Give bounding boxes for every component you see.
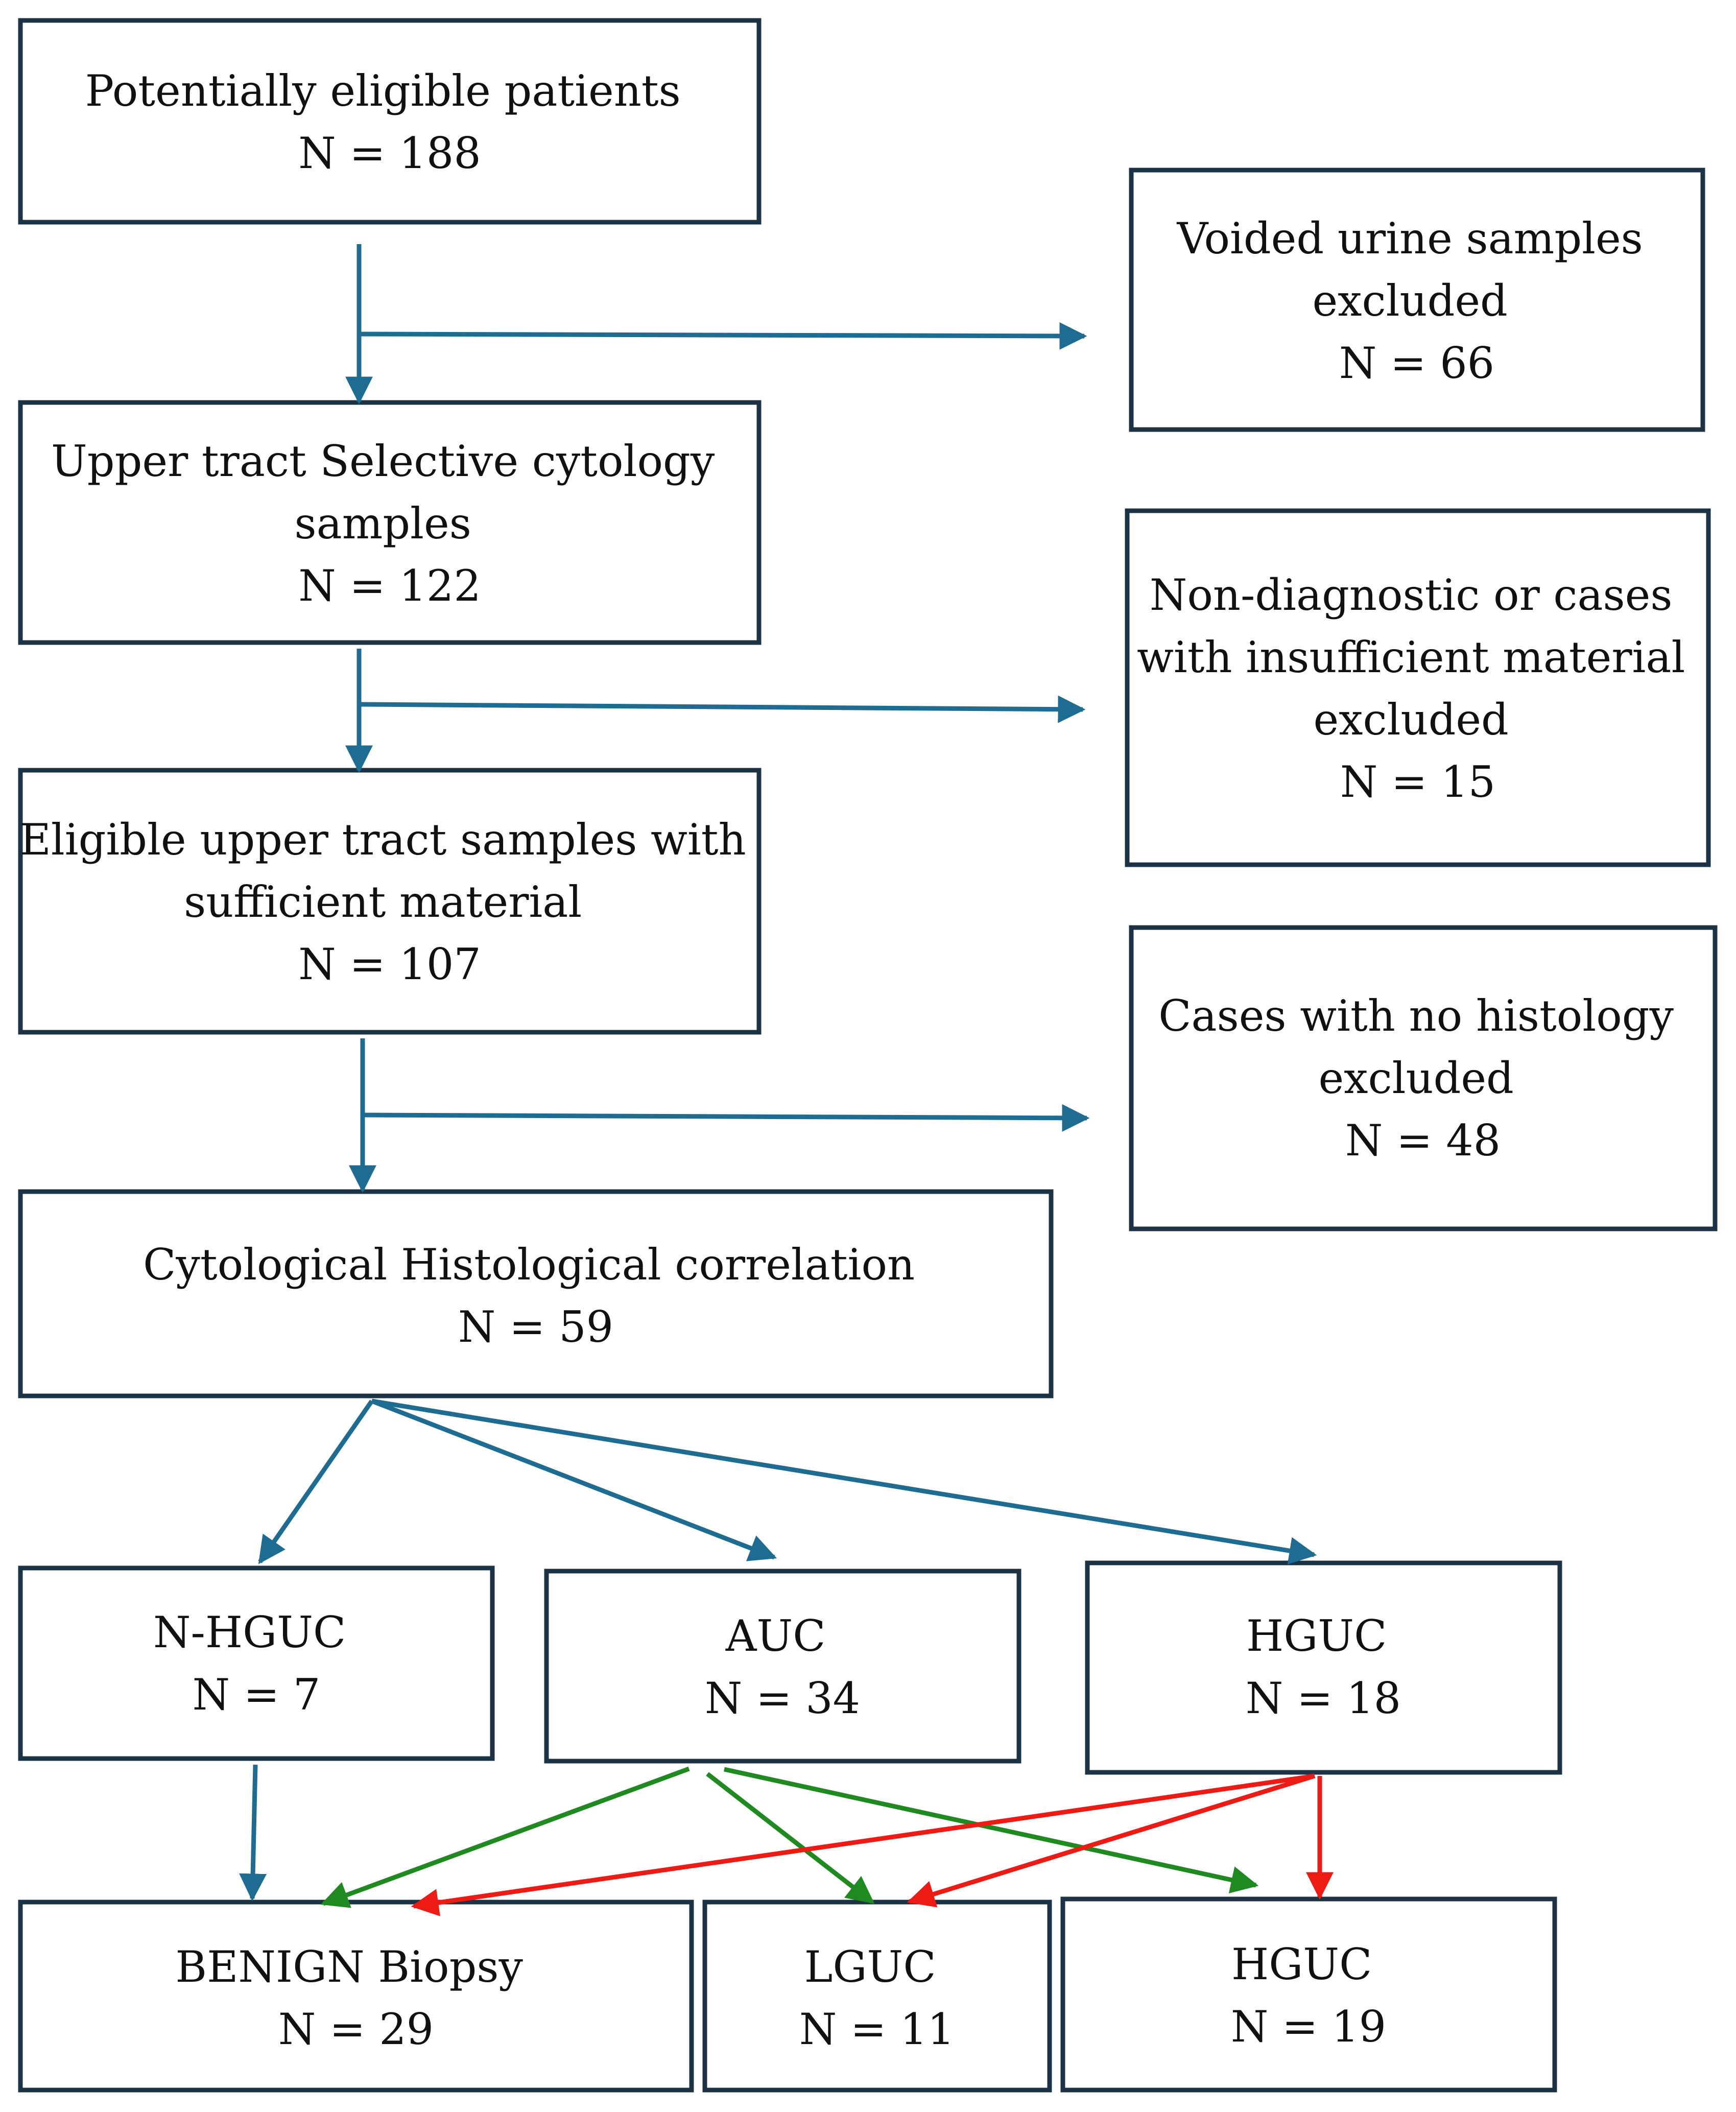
arrow-correlation-to-hguc [371,1398,1317,1564]
node-correlation-title: Cytological Histological correlation [143,1240,915,1290]
node-no-histology-excluded: Cases with no histology excluded N = 48 [1129,925,1718,1231]
node-nhguc-count: N = 7 [193,1670,321,1720]
arrow-exclude-voided [359,322,1087,350]
node-voided-excluded-count: N = 66 [1339,338,1494,388]
svg-text:BENIGN Biopsy N = 29: BENIGN Biopsy N = 29 [175,1942,536,2054]
node-potentially-eligible: Potentially eligible patients N = 188 [18,18,762,225]
svg-text:Non-diagnostic or cases: Non-diagnostic or cases with insufficien… [1137,570,1699,807]
node-no-histology-excluded-title: Cases with no histology [1158,991,1674,1041]
arrow-exclude-nondiagnostic [359,695,1086,723]
node-upper-tract-samples-title-cont: samples [295,499,471,549]
node-upper-tract-samples: Upper tract Selective cytology samples N… [18,400,762,645]
svg-text:AUC N = 34: AUC N = 34 [705,1611,860,1723]
node-benign-biopsy-title: BENIGN Biopsy [175,1942,523,1992]
node-nhguc-title: N-HGUC [153,1607,346,1657]
node-lguc-count: N = 11 [799,2004,955,2054]
node-upper-tract-samples-title: Upper tract Selective cytology [51,436,715,486]
node-potentially-eligible-count: N = 188 [298,128,481,178]
node-eligible-sufficient-title-cont: sufficient material [184,877,582,927]
node-hguc-cytology-count: N = 18 [1246,1673,1401,1723]
node-correlation-count: N = 59 [458,1302,613,1352]
svg-text:HGUC N = 19: HGUC N = 19 [1231,1939,1386,2052]
node-auc-title: AUC [725,1611,826,1661]
svg-text:LGUC N = 11: LGUC N = 11 [799,1942,955,2054]
node-hguc-histology-count: N = 19 [1231,2002,1386,2052]
arrow-hguc-to-lguc [907,1773,1316,1908]
svg-text:Voided urine samples exc: Voided urine samples excluded N = 66 [1177,213,1657,388]
node-nondiagnostic-excluded: Non-diagnostic or cases with insufficien… [1125,508,1711,867]
node-lguc-title: LGUC [804,1942,936,1992]
node-hguc-histology-title: HGUC [1231,1939,1372,1989]
node-voided-excluded-title: Voided urine samples [1177,213,1643,264]
node-voided-excluded: Voided urine samples excluded N = 66 [1129,168,1705,432]
node-hguc-cytology: HGUC N = 18 [1085,1560,1562,1775]
node-nondiagnostic-excluded-title: Non-diagnostic or cases [1150,570,1673,620]
node-eligible-sufficient-title: Eligible upper tract samples with [20,815,746,865]
node-benign-biopsy-count: N = 29 [278,2004,434,2054]
arrow-hguc-to-benign [411,1773,1315,1916]
node-nhguc: N-HGUC N = 7 [18,1565,495,1761]
arrow-auc-to-hguc [724,1767,1259,1894]
svg-text:Potentially eligible patients: Potentially eligible patients N = 188 [85,66,695,178]
node-hguc-cytology-title: HGUC [1246,1611,1387,1661]
arrow-nhguc-to-benign [239,1764,267,1902]
node-lguc: LGUC N = 11 [702,1900,1052,2093]
node-no-histology-excluded-count: N = 48 [1345,1116,1501,1166]
arrow-exclude-no-histology [362,1104,1090,1132]
svg-text:Eligible upper tract samples w: Eligible upper tract samples with suffic… [20,815,760,989]
node-no-histology-excluded-status: excluded [1318,1053,1513,1103]
node-nondiagnostic-excluded-count: N = 15 [1340,757,1495,807]
node-correlation: Cytological Histological correlation N =… [18,1189,1054,1398]
arrow-auc-to-lguc [706,1772,875,1904]
svg-text:Cytological Histological corre: Cytological Histological correlation N =… [143,1240,929,1352]
node-voided-excluded-status: excluded [1312,276,1507,326]
node-hguc-histology: HGUC N = 19 [1060,1896,1557,2093]
svg-text:N-HGUC N = 7: N-HGUC N = 7 [153,1607,360,1720]
arrow-auc-to-benign [320,1766,690,1908]
node-upper-tract-samples-count: N = 122 [298,561,481,611]
node-auc-count: N = 34 [705,1673,860,1723]
node-auc: AUC N = 34 [544,1569,1021,1764]
svg-text:Cases with no histology: Cases with no histology excluded N = 48 [1158,991,1687,1166]
node-eligible-sufficient-count: N = 107 [298,939,481,989]
node-nondiagnostic-excluded-status: excluded [1313,695,1508,745]
node-eligible-sufficient: Eligible upper tract samples with suffic… [18,768,762,1035]
arrow-correlation-to-nhguc [258,1399,374,1564]
node-benign-biopsy: BENIGN Biopsy N = 29 [18,1900,694,2093]
node-potentially-eligible-title: Potentially eligible patients [85,66,681,116]
svg-text:HGUC N = 18: HGUC N = 18 [1246,1611,1401,1723]
arrow-correlation-to-auc [371,1398,777,1561]
node-nondiagnostic-excluded-title-cont: with insufficient material [1137,632,1685,682]
svg-text:Upper tract Selective cytology: Upper tract Selective cytology samples N… [51,436,728,611]
